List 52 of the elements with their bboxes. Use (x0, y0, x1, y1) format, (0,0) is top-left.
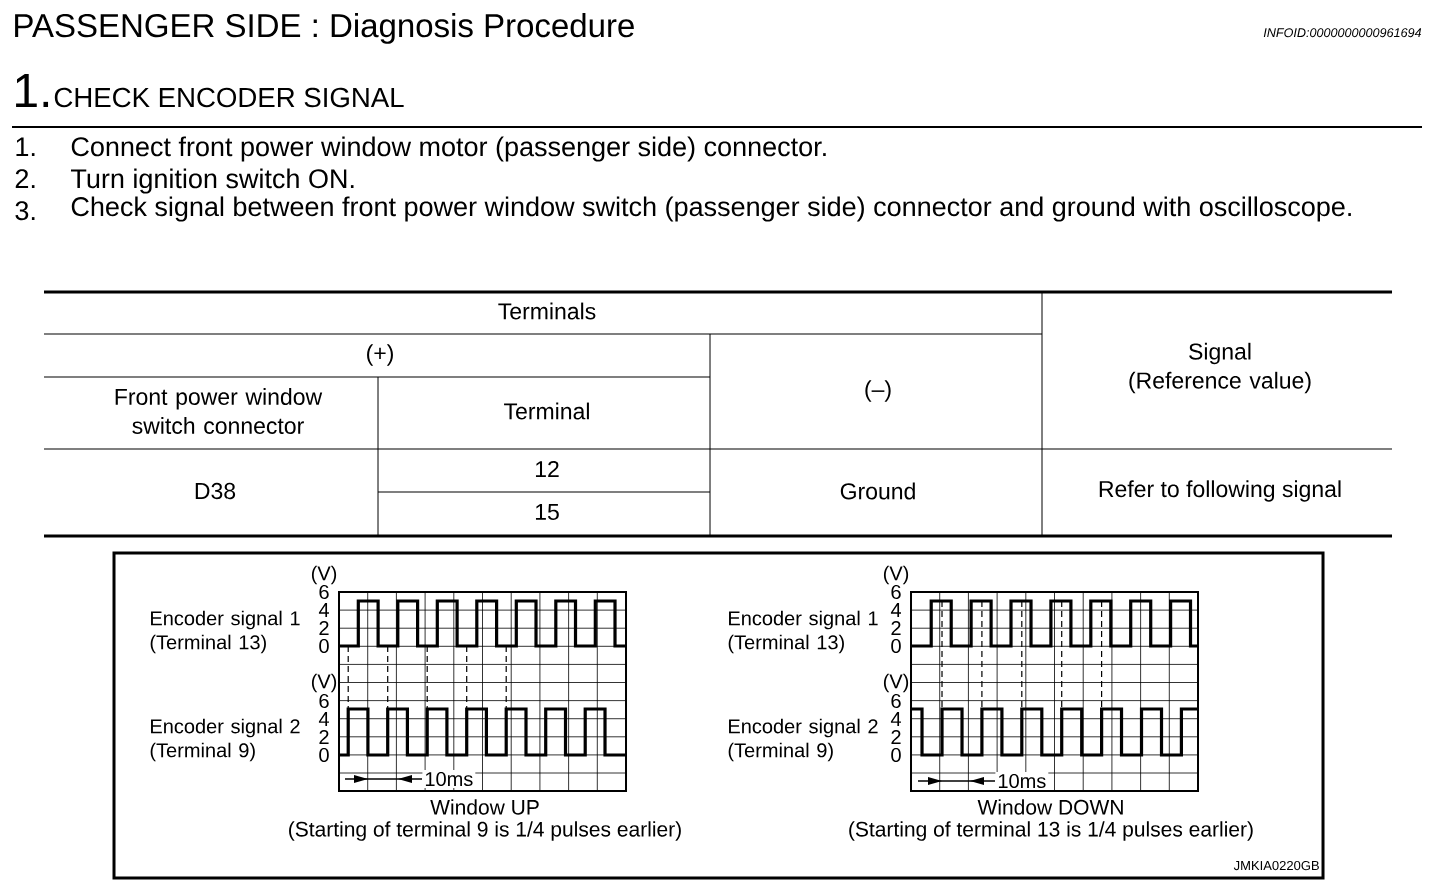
axis-unit: (V) (883, 673, 909, 693)
axis-unit: (V) (883, 565, 909, 585)
table-cell: 12 (535, 461, 559, 478)
table-header: Terminals (498, 302, 596, 320)
signal-label: Encoder signal 1 (Terminal 13) (728, 610, 878, 654)
table-header: Terminal (504, 402, 589, 420)
axis-unit: (V) (311, 673, 337, 693)
chart-caption: (Starting of terminal 9 is 1/4 pulses earlier) (289, 821, 681, 841)
tick-label: 4 (890, 603, 901, 617)
chart-title: Window UP (430, 799, 539, 815)
chart-title: Window DOWN (977, 799, 1123, 815)
dimension-label: 10ms (422, 769, 476, 789)
axis-unit: (V) (311, 565, 337, 585)
table-header: Signal (Reference value) (1129, 342, 1311, 394)
tick-label: 2 (319, 621, 329, 635)
dimension-label: 10ms (995, 771, 1049, 791)
table-header: (–) (865, 380, 891, 402)
tick-label: 6 (891, 584, 901, 600)
step-number: 1. (16, 74, 49, 107)
table-header: (+) (367, 344, 393, 366)
page-title: PASSENGER SIDE : Diagnosis Procedure (15, 13, 634, 44)
step-text: Check signal between front power window switch (passenger side) connector and ground with oscilloscope. (71, 196, 1351, 222)
table-header: Front power window switch connector (115, 388, 323, 434)
step-text: Turn ignition switch ON. (71, 168, 354, 194)
signal-label: Encoder signal 2 (Terminal 9) (150, 718, 300, 762)
step-number: 1. (16, 137, 35, 156)
table-cell: Ground (840, 482, 915, 500)
tick-label: 2 (891, 621, 901, 635)
tick-label: 4 (318, 603, 329, 617)
table-cell: D38 (195, 482, 236, 500)
table-cell: Refer to following signal (1099, 480, 1341, 502)
tick-label: 4 (318, 712, 329, 726)
tick-label: 4 (890, 712, 901, 726)
tick-label: 0 (891, 747, 901, 763)
signal-label: Encoder signal 2 (Terminal 9) (728, 718, 878, 762)
signal-label: Encoder signal 1 (Terminal 13) (150, 610, 300, 654)
chart-caption: (Starting of terminal 13 is 1/4 pulses earlier) (849, 821, 1253, 841)
table-cell: 15 (535, 504, 559, 521)
tick-label: 0 (891, 638, 901, 654)
step-text: Connect front power window motor (passenger side) connector. (71, 136, 826, 162)
tick-label: 6 (891, 693, 901, 709)
section-heading: CHECK ENCODER SIGNAL (54, 87, 404, 108)
step-number: 2. (15, 169, 35, 188)
tick-label: 0 (319, 638, 329, 654)
info-id: INFOID:0000000000961694 (1263, 28, 1422, 38)
step-number: 3. (15, 201, 35, 221)
tick-label: 2 (891, 730, 901, 744)
tick-label: 0 (319, 747, 329, 763)
tick-label: 6 (319, 693, 329, 709)
tick-label: 6 (319, 584, 329, 600)
tick-label: 2 (319, 730, 329, 744)
figure-id: JMKIA0220GB (1233, 860, 1319, 871)
